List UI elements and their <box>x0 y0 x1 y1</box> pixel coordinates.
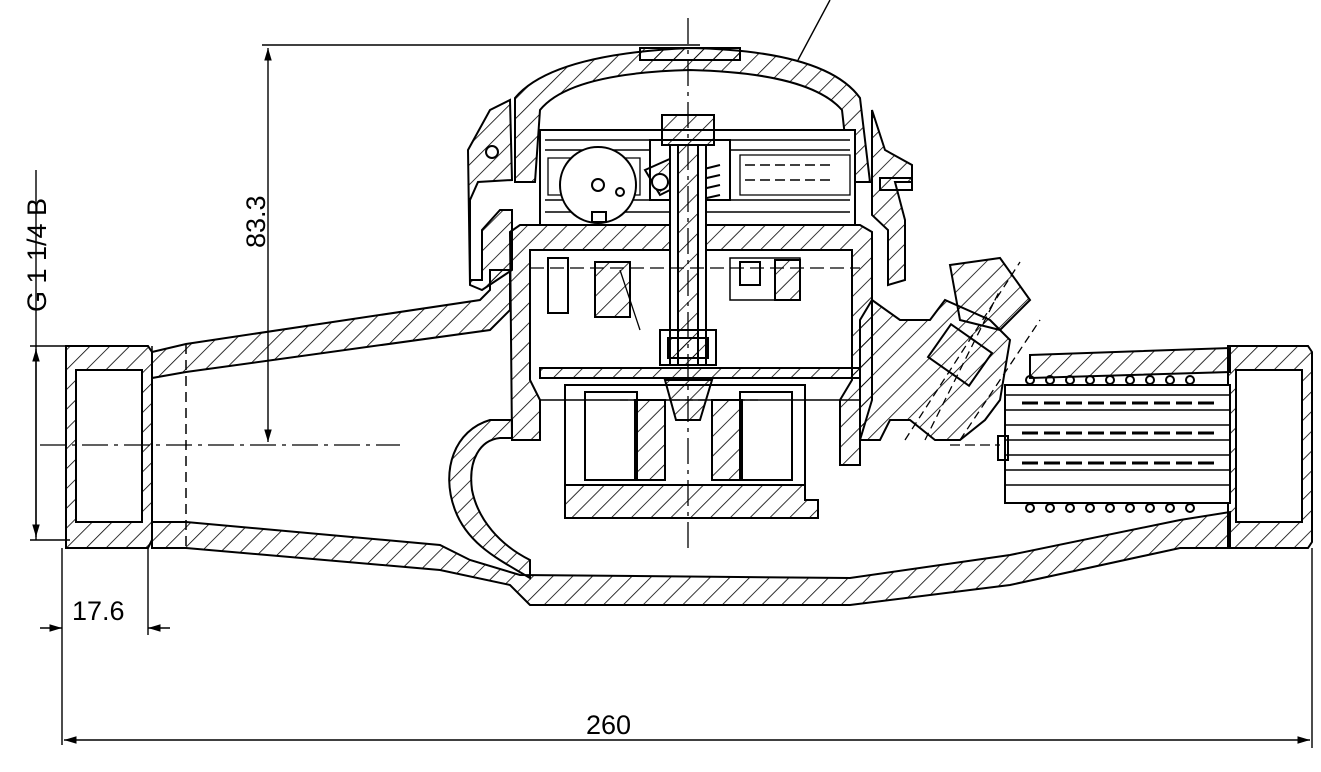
strainer-ribs-bottom <box>1025 503 1195 513</box>
outlet-boss <box>1227 345 1313 549</box>
pipe-upper-wall-right <box>1029 346 1231 380</box>
pipe-lower-wall <box>151 510 1231 606</box>
left-flange <box>466 98 514 292</box>
dim-thread-spec: G 1 1/4 B <box>22 198 52 312</box>
strainer-cage <box>1004 384 1231 504</box>
dim-overall-length: 260 <box>586 710 631 740</box>
strainer <box>997 375 1231 513</box>
right-flange <box>871 109 913 287</box>
return-channel <box>448 419 531 580</box>
dimension-labels: G 1 1/4 B 83.3 17.6 260 <box>22 195 631 740</box>
pipe-upper-wall-left <box>151 269 511 380</box>
leader-line <box>797 0 831 61</box>
dim-height: 83.3 <box>241 195 271 248</box>
turbine-base <box>564 484 819 519</box>
register-head <box>466 46 913 366</box>
center-lines <box>40 18 1000 550</box>
meter-body <box>65 269 1313 606</box>
dim-thread-length: 17.6 <box>72 596 125 626</box>
inlet-boss <box>65 345 153 549</box>
measuring-chamber <box>508 224 873 519</box>
outlet-valve <box>859 256 1041 441</box>
dimension-lines <box>30 44 1313 748</box>
strainer-ribs-top <box>1025 375 1195 385</box>
